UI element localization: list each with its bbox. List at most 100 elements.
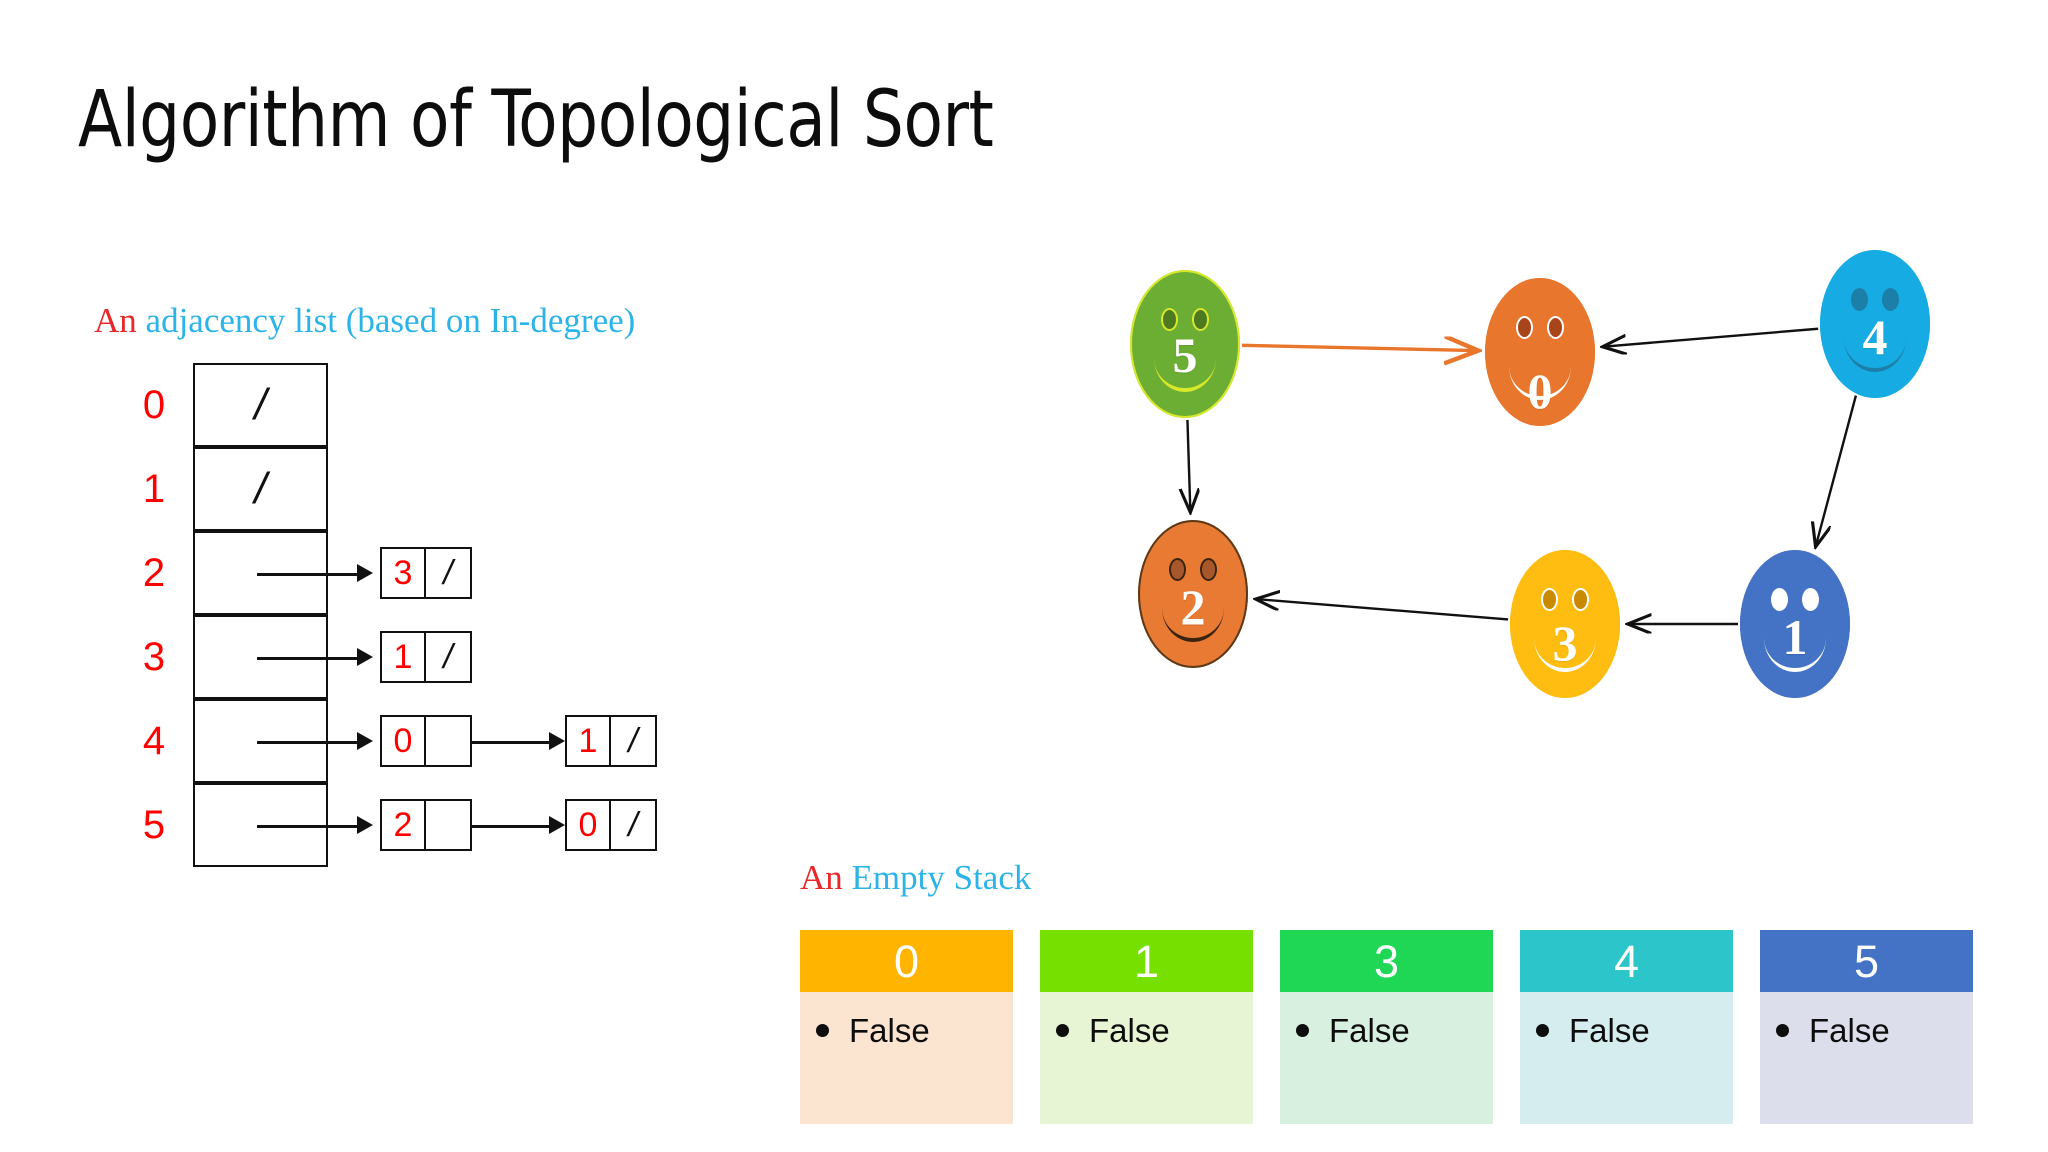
stack-list-item: False [1056,1014,1253,1047]
stack-column-header: 3 [1280,930,1493,992]
stack-column-header: 1 [1040,930,1253,992]
linked-list-node: 1/ [380,631,472,683]
stack-caption-rest: Empty Stack [851,858,1032,897]
stack-column-header: 0 [800,930,1013,992]
linked-list-node-value: 0 [382,717,426,765]
linked-list-node: 0/ [565,799,657,851]
bullet-icon [1536,1024,1549,1037]
stack-value-text: False [1329,1012,1410,1049]
graph-node-left-eye-icon [1543,590,1556,609]
linked-list-arrowhead-icon [549,816,565,834]
adjacency-arrowhead-icon [357,732,373,750]
graph-node-left-eye-icon [1171,560,1184,579]
adjacency-caption-rest: adjacency list (based on In-degree) [145,301,636,340]
graph-node-smile-icon [1764,638,1826,672]
graph-edge [1241,345,1475,350]
linked-list-node: 3/ [380,547,472,599]
graph-node-left-eye-icon [1773,590,1786,609]
graph-node-0[interactable]: 0 [1485,278,1595,426]
bullet-icon [1296,1024,1309,1037]
adjacency-head-cell: / [193,363,328,447]
linked-list-node-next: / [628,806,638,844]
graph-node-left-eye-icon [1163,310,1176,329]
linked-list-node-next: / [443,638,453,676]
adjacency-pointer-line [257,825,357,828]
bullet-icon [1056,1024,1069,1037]
adjacency-arrowhead-icon [357,816,373,834]
stack-caption: An Empty Stack [800,860,1031,895]
graph-node-smile-icon [1509,366,1571,400]
stack-column-body: False [1280,992,1493,1124]
adjacency-pointer-line [257,657,357,660]
page-title: Algorithm of Topological Sort [78,75,994,165]
stack-value-text: False [1569,1012,1650,1049]
graph-node-smile-icon [1154,358,1216,392]
linked-list-node-next [426,717,470,765]
graph-node-smile-icon [1162,608,1224,642]
graph-node-3[interactable]: 3 [1510,550,1620,698]
linked-list-node-next [426,801,470,849]
adjacency-row: 2 3/ [0,531,760,615]
adjacency-caption-prefix: An [94,301,137,340]
linked-list-arrowhead-icon [549,732,565,750]
stack-column-body: False [1040,992,1253,1124]
adjacency-pointer-line [257,741,357,744]
stack-column-body: False [1760,992,1973,1124]
graph-node-5[interactable]: 5 [1130,270,1240,418]
linked-list-connector-line [472,741,549,744]
stack-list-item: False [1536,1014,1733,1047]
graph-node-4[interactable]: 4 [1820,250,1930,398]
graph-node-1[interactable]: 1 [1740,550,1850,698]
graph-node-2[interactable]: 2 [1138,520,1248,668]
stack-column-header: 5 [1760,930,1973,992]
adjacency-row-index: 4 [142,719,166,763]
graph-node-right-eye-icon [1884,290,1897,309]
adjacency-head-cell: / [193,447,328,531]
adjacency-row-index: 2 [142,551,166,595]
linked-list-node-next: / [443,554,453,592]
linked-list-connector-line [472,825,549,828]
bullet-icon [816,1024,829,1037]
adjacency-row-index: 5 [142,803,166,847]
stack-caption-prefix: An [800,858,843,897]
stack-column-header: 4 [1520,930,1733,992]
adjacency-row-index: 3 [142,635,166,679]
linked-list-node: 2 [380,799,472,851]
graph-node-right-eye-icon [1194,310,1207,329]
graph-node-right-eye-icon [1574,590,1587,609]
stack-list-item: False [1296,1014,1493,1047]
bullet-icon [1776,1024,1789,1037]
linked-list-node-value: 0 [567,801,611,849]
linked-list-node-value: 1 [382,633,426,681]
graph-edges [1120,327,1858,810]
linked-list-node: 0 [380,715,472,767]
stack-value-text: False [1809,1012,1890,1049]
adjacency-pointer-line [257,573,357,576]
stack-value-text: False [849,1012,930,1049]
stack-list-item: False [1776,1014,1973,1047]
graph-node-left-eye-icon [1853,290,1866,309]
adjacency-row: 0/ [0,363,760,447]
adjacency-row-index: 1 [142,467,166,511]
stack-value-text: False [1089,1012,1170,1049]
linked-list-node-value: 2 [382,801,426,849]
adjacency-list-caption: An adjacency list (based on In-degree) [94,303,635,338]
graph-node-right-eye-icon [1202,560,1215,579]
adjacency-row: 1/ [0,447,760,531]
graph-node-right-eye-icon [1549,318,1562,337]
stack-column-body: False [1520,992,1733,1124]
adjacency-arrowhead-icon [357,648,373,666]
graph-edge [1605,327,1819,347]
graph-node-left-eye-icon [1518,318,1531,337]
graph-edge [1816,395,1858,545]
